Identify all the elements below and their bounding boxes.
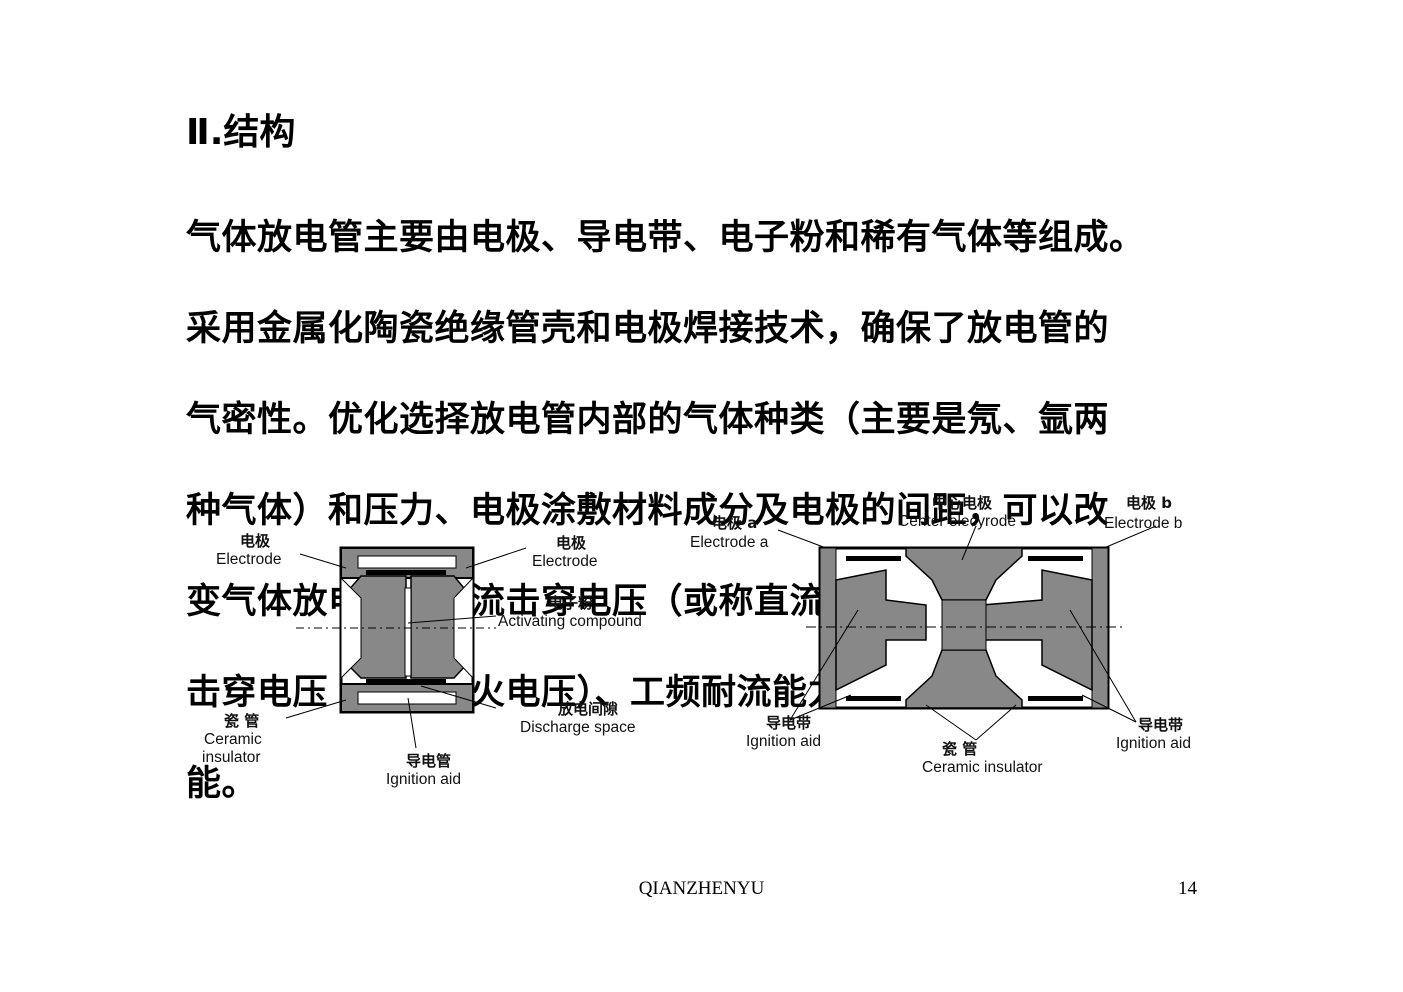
body-line-4: 种气体）和压力、电极涂敷材料成分及电极的间距，可以改 [186,490,1110,531]
section-heading: Ⅱ.结构 [186,112,296,153]
ignition-aid-right-en: Ignition aid [1116,735,1191,752]
tube-body [806,546,1126,710]
center-electrode-en: Center elecyrode [898,513,1016,530]
electrode-left-cn: 电极 [240,532,271,550]
ignition-aid-left-en: Ignition aid [746,733,821,750]
tube-body [296,546,496,714]
electrode-left-en: Electrode [216,551,281,568]
electrode-b-en: Electrode b [1104,515,1182,532]
ceramic-insulator-en-2: insulator [202,749,261,766]
activating-compound-cn: 电子粉 [548,594,593,612]
page-number: 14 [1178,878,1197,899]
two-electrode-tube-figure: 电极 Electrode 电极 Electrode 电子粉 Activating… [196,528,686,798]
ignition-aid-cn: 导电管 [406,752,451,770]
body-line-2: 采用金属化陶瓷绝缘管壳和电极焊接技术，确保了放电管的 [186,308,1110,349]
three-electrode-tube-figure: 电极 a Electrode a 中心电极 Center elecyrode 电… [686,490,1216,780]
electrode-right-en: Electrode [532,553,597,570]
ceramic-insulator-cn: 瓷 管 [224,712,259,730]
footer-author: QIANZHENYU [638,878,765,899]
ceramic-insulator-cn: 瓷 管 [942,740,977,758]
body-line-1: 气体放电管主要由电极、导电带、电子粉和稀有气体等组成。 [186,217,1145,258]
body-line-7: 能。 [186,763,258,804]
ignition-aid-en: Ignition aid [386,771,461,788]
electrode-a-en: Electrode a [690,534,769,551]
ignition-aid-right-cn: 导电带 [1138,716,1183,734]
ceramic-insulator-en-1: Ceramic [204,731,262,748]
electrode-a-cn: 电极 a [712,514,757,532]
leader-lines [777,525,1157,741]
electrode-right-cn: 电极 [556,534,587,552]
body-line-3: 气密性。优化选择放电管内部的气体种类（主要是氖、氩两 [186,399,1110,440]
activating-compound-en: Activating compound [498,613,642,630]
ignition-aid-left-cn: 导电带 [766,714,811,732]
ceramic-insulator-en: Ceramic insulator [922,759,1043,776]
discharge-space-cn: 放电间隙 [557,700,618,718]
discharge-space-en: Discharge space [520,719,635,736]
leader-lines [285,547,527,749]
electrode-b-cn: 电极 b [1126,494,1172,512]
center-electrode-cn: 中心电极 [932,494,993,512]
